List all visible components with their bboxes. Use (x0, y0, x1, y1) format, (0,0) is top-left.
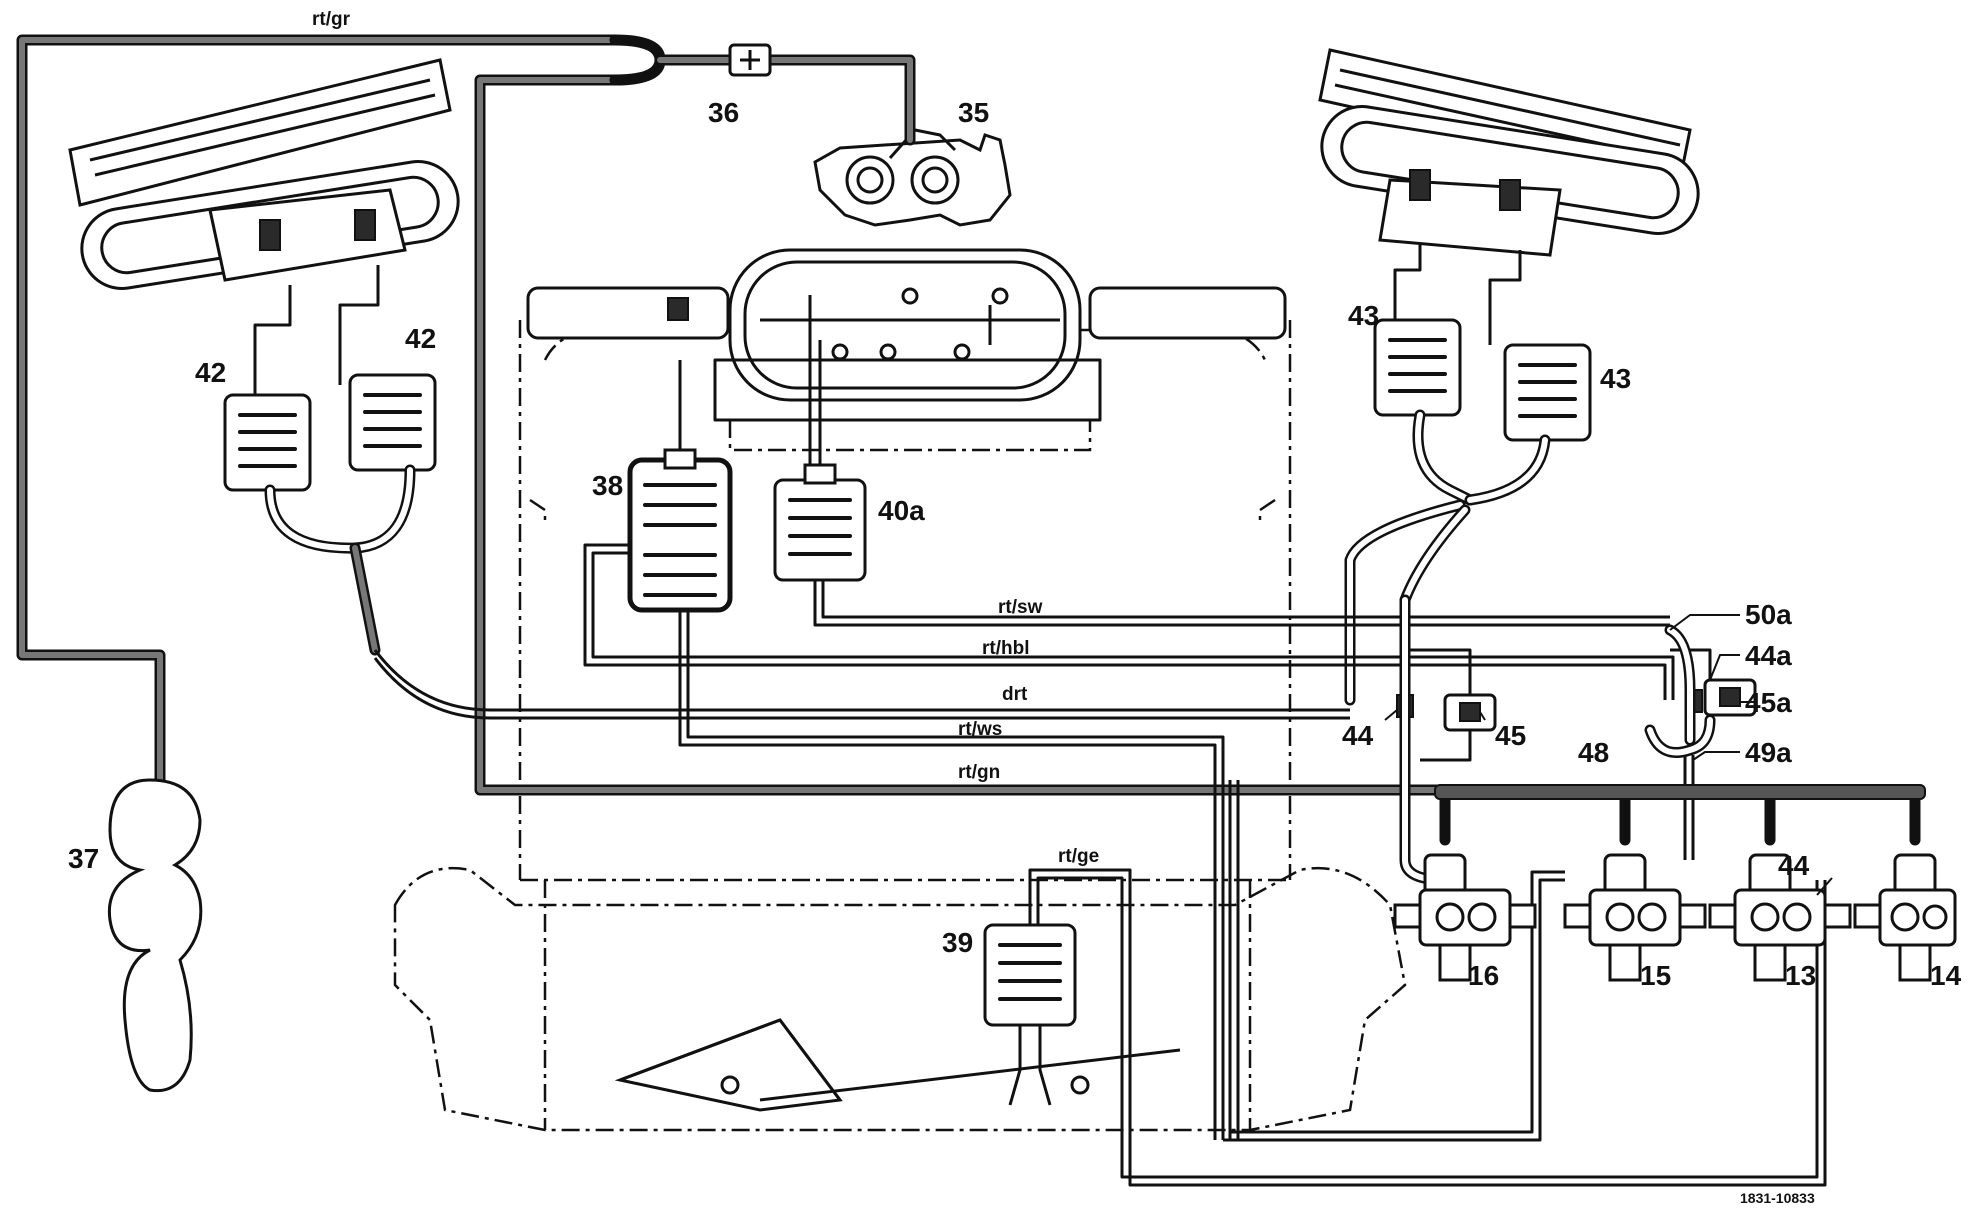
vacuum-element-43-left (1373, 318, 1462, 417)
left-flap-unit (68, 58, 460, 395)
vacuum-reservoir-37 (107, 778, 203, 1093)
vacuum-manifold-48 (1434, 784, 1926, 800)
label-13: 13 (1785, 960, 1816, 991)
label-16: 16 (1468, 960, 1499, 991)
label-45: 45 (1495, 720, 1526, 751)
switchover-valve-45 (1405, 648, 1497, 762)
label-rt-ge: rt/ge (1058, 846, 1099, 867)
hose-to-valve-16 (1399, 594, 1451, 886)
label-38: 38 (592, 470, 623, 501)
vacuum-element-43-right (1503, 343, 1592, 442)
vacuum-supply-lines (16, 34, 1921, 846)
label-39: 39 (942, 927, 973, 958)
vacuum-element-42-left (223, 393, 312, 492)
label-rt-gr: rt/gr (312, 9, 351, 30)
engine-outline (393, 320, 1407, 1132)
line-labels: rt/gr rt/sw rt/hbl drt rt/ws rt/gn rt/ge (312, 9, 1099, 867)
label-rt-hbl: rt/hbl (982, 638, 1030, 659)
vacuum-element-42-right (348, 373, 437, 472)
label-35: 35 (958, 97, 989, 128)
label-50a: 50a (1745, 599, 1792, 630)
left-hose-tee (264, 464, 416, 656)
signal-lines (373, 543, 1827, 1187)
label-42-right: 42 (405, 323, 436, 354)
drawing-reference: 1831-10833 (1740, 1190, 1815, 1206)
valve-14 (1853, 853, 1957, 982)
vacuum-element-40a (773, 340, 867, 582)
tee-50a-49a (1644, 624, 1716, 860)
vacuum-element-38 (627, 360, 1225, 1140)
label-14: 14 (1930, 960, 1962, 991)
label-40a: 40a (878, 495, 925, 526)
valve-16 (1393, 853, 1537, 982)
label-44-mid: 44 (1342, 720, 1374, 751)
valve-13 (1708, 853, 1852, 982)
label-48: 48 (1578, 737, 1609, 768)
air-filter-housing (526, 248, 1287, 490)
label-rt-ws: rt/ws (958, 719, 1002, 740)
check-valve-36 (728, 43, 772, 77)
label-49a: 49a (1745, 737, 1792, 768)
label-43-left: 43 (1348, 300, 1379, 331)
label-45a: 45a (1745, 687, 1792, 718)
right-flap-unit (1318, 48, 1700, 345)
leader-lines (1384, 614, 1833, 896)
label-37: 37 (68, 843, 99, 874)
switchover-valve-45a (1670, 648, 1757, 717)
vacuum-element-39 (614, 923, 1181, 1112)
intake-manifold-35 (813, 128, 1012, 227)
label-drt: drt (1002, 684, 1028, 705)
label-43-right: 43 (1600, 363, 1631, 394)
label-rt-gn: rt/gn (958, 762, 1000, 783)
part-labels: 35 36 37 38 39 40a 42 42 43 43 44 44 44a… (68, 97, 1962, 991)
label-36: 36 (708, 97, 739, 128)
right-hose-y (1344, 409, 1551, 706)
label-rt-sw: rt/sw (998, 597, 1043, 618)
label-44-right: 44 (1778, 850, 1810, 881)
label-15: 15 (1640, 960, 1671, 991)
label-42-left: 42 (195, 357, 226, 388)
valve-15 (1563, 853, 1707, 982)
label-44a: 44a (1745, 640, 1792, 671)
